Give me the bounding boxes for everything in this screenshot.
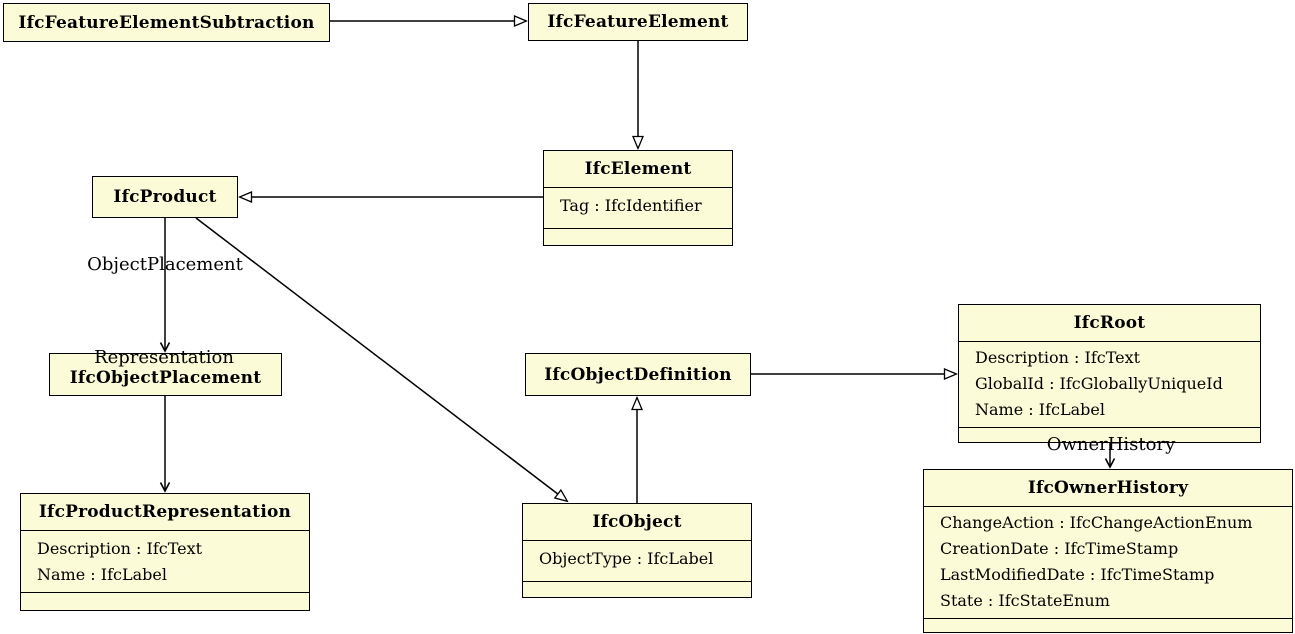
class-operations-empty [924,618,1292,634]
class-attributes: ObjectType : IfcLabel [523,540,751,581]
class-attributes: Description : IfcText GlobalId : IfcGlob… [959,341,1260,427]
class-ifcfeatureelement[interactable]: IfcFeatureElement [528,3,748,41]
class-title[interactable]: IfcProduct [113,187,217,207]
class-attribute: ObjectType : IfcLabel [539,549,714,568]
class-title[interactable]: IfcFeatureElement [547,12,729,32]
class-title[interactable]: IfcObject [592,512,682,532]
edge-inheritance-product-object [195,217,567,501]
class-attributes: Description : IfcText Name : IfcLabel [21,530,309,592]
class-attribute: CreationDate : IfcTimeStamp [940,539,1179,558]
class-operations-empty [544,228,732,245]
class-attribute: State : IfcStateEnum [940,591,1110,610]
class-ifcobject[interactable]: IfcObject ObjectType : IfcLabel [522,503,752,598]
class-attribute: Description : IfcText [37,539,203,558]
class-attributes: Tag : IfcIdentifier [544,187,732,228]
class-ifcobjectdefinition[interactable]: IfcObjectDefinition [525,353,751,396]
class-attribute: Name : IfcLabel [975,400,1105,419]
class-ifcobjectplacement[interactable]: IfcObjectPlacement [49,353,282,396]
class-ifcproductrepresentation[interactable]: IfcProductRepresentation Description : I… [20,493,310,611]
class-title[interactable]: IfcRoot [1073,313,1146,333]
class-attribute: GlobalId : IfcGloballyUniqueId [975,374,1223,393]
class-attribute: Name : IfcLabel [37,565,167,584]
class-ifcfeatureelementsubtraction[interactable]: IfcFeatureElementSubtraction [3,3,330,42]
class-ifcelement[interactable]: IfcElement Tag : IfcIdentifier [543,150,733,246]
class-ifcroot[interactable]: IfcRoot Description : IfcText GlobalId :… [958,304,1261,443]
class-attribute: LastModifiedDate : IfcTimeStamp [940,565,1215,584]
class-ifcproduct[interactable]: IfcProduct [92,176,238,218]
class-operations-empty [959,427,1260,446]
class-operations-empty [523,581,751,597]
class-attributes: ChangeAction : IfcChangeActionEnum Creat… [924,506,1292,618]
class-title[interactable]: IfcOwnerHistory [1027,478,1189,498]
class-attribute: Description : IfcText [975,348,1141,367]
class-title[interactable]: IfcFeatureElementSubtraction [18,12,315,33]
class-attribute: ChangeAction : IfcChangeActionEnum [940,513,1253,532]
class-operations-empty [21,592,309,610]
class-title[interactable]: IfcObjectDefinition [544,364,732,385]
class-title[interactable]: IfcProductRepresentation [38,502,292,522]
class-title[interactable]: IfcObjectPlacement [69,367,262,388]
class-title[interactable]: IfcElement [584,159,692,179]
class-ifcownerhistory[interactable]: IfcOwnerHistory ChangeAction : IfcChange… [923,469,1293,633]
class-attribute: Tag : IfcIdentifier [560,196,702,215]
